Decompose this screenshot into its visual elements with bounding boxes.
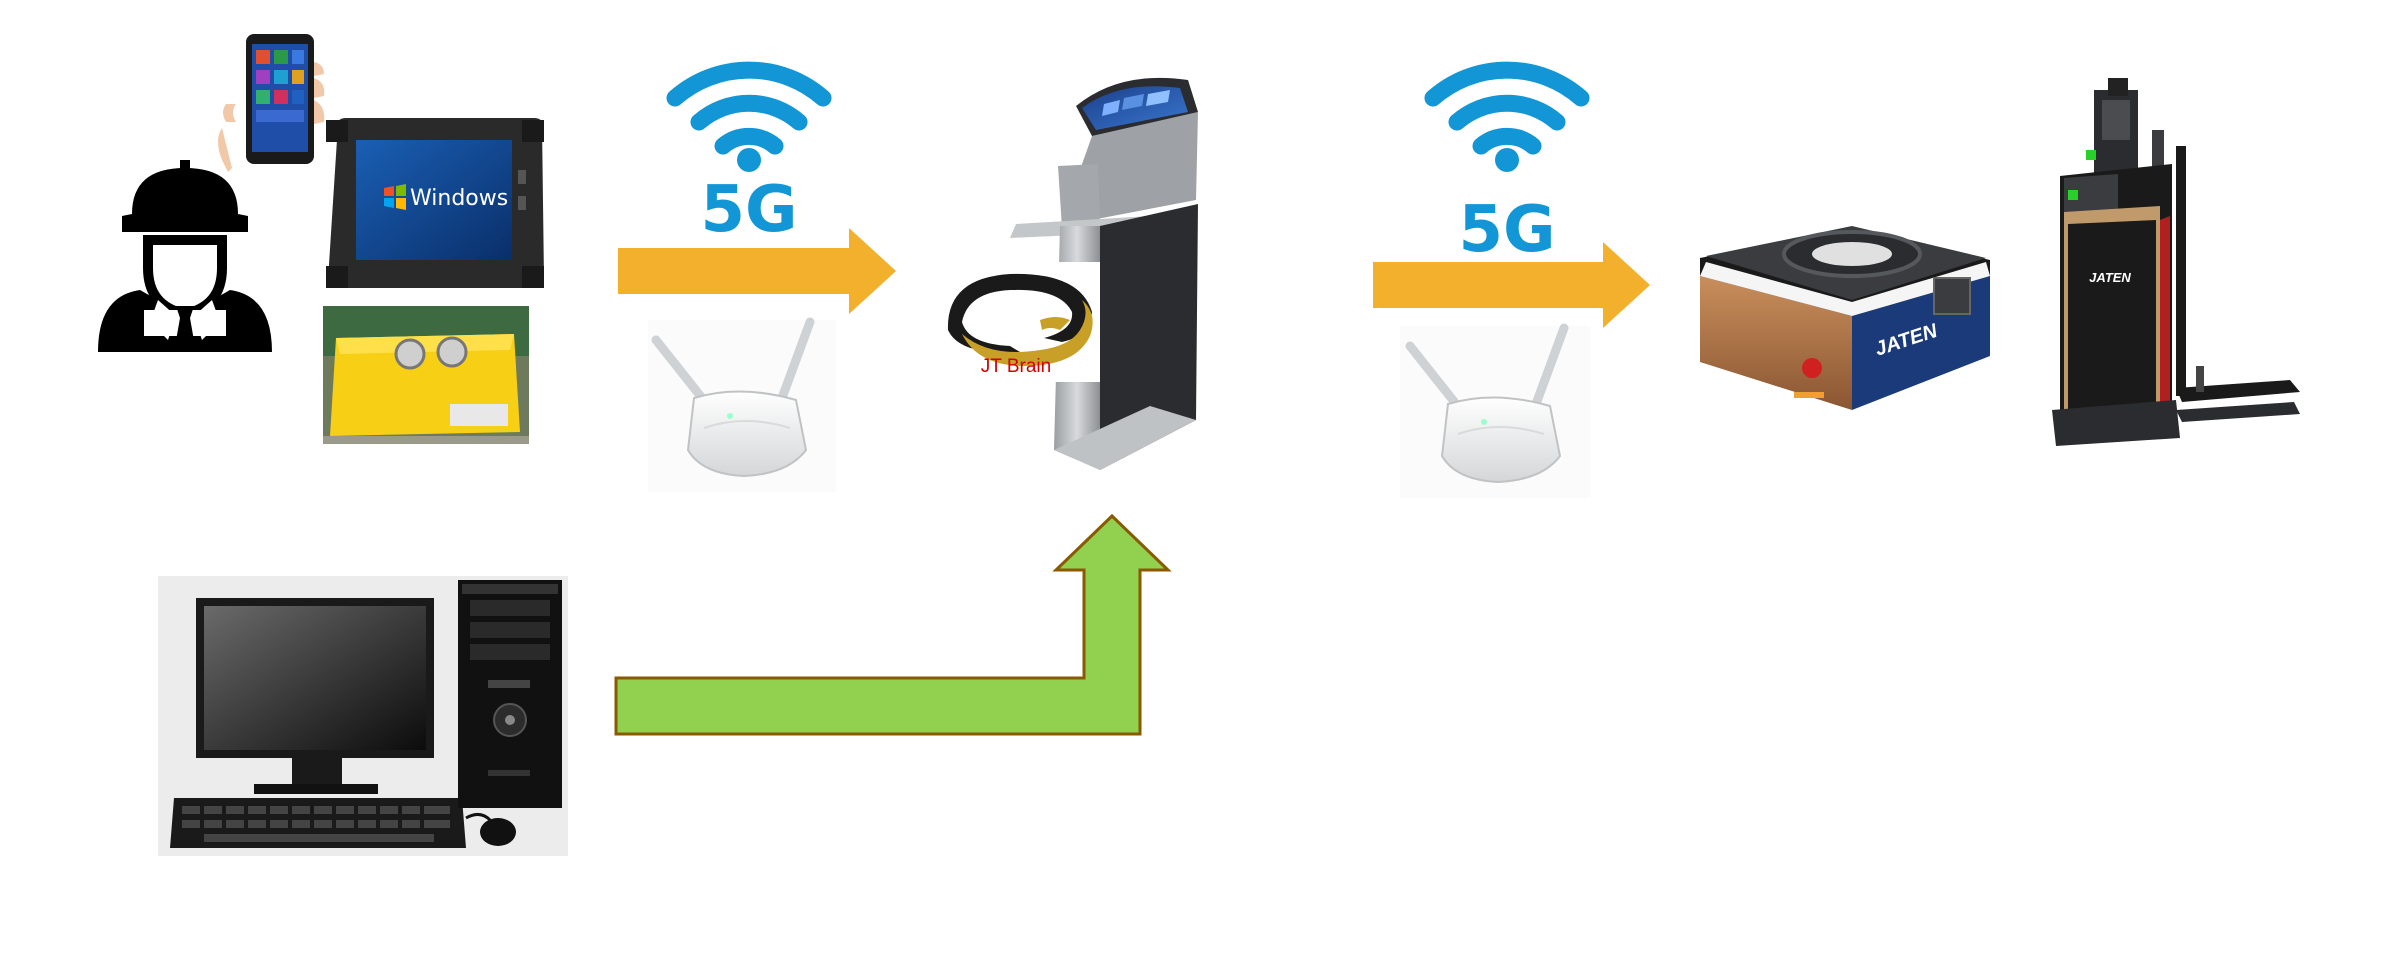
5g-label-right: 5G bbox=[1458, 193, 1555, 267]
5g-label-left: 5G bbox=[700, 173, 797, 247]
jt-brain-label: JT Brain bbox=[981, 356, 1051, 377]
forklift-brand-label: JATEN bbox=[2089, 270, 2131, 285]
arrow-right-right bbox=[1373, 242, 1650, 328]
operator-icon bbox=[98, 160, 272, 352]
wireless-access-point-icon-right bbox=[1400, 323, 1590, 498]
arrow-right-left bbox=[618, 228, 896, 314]
yellow-button-box-icon bbox=[323, 306, 529, 444]
handheld-phone-icon bbox=[218, 34, 325, 172]
wifi-signal-icon-right bbox=[1424, 61, 1590, 172]
wireless-access-point-icon-left bbox=[648, 317, 836, 492]
rugged-tablet-icon: Windows bbox=[326, 118, 544, 288]
agv-robot-icon: JATEN bbox=[1700, 226, 1990, 410]
tablet-os-label: Windows bbox=[410, 186, 508, 211]
jt-brain-logo: JT Brain bbox=[940, 262, 1100, 382]
forklift-agv-icon: JATEN bbox=[2052, 78, 2300, 446]
desktop-computer-icon bbox=[158, 576, 568, 856]
wifi-signal-icon-left bbox=[666, 61, 832, 172]
arrow-up-green bbox=[614, 513, 1172, 736]
